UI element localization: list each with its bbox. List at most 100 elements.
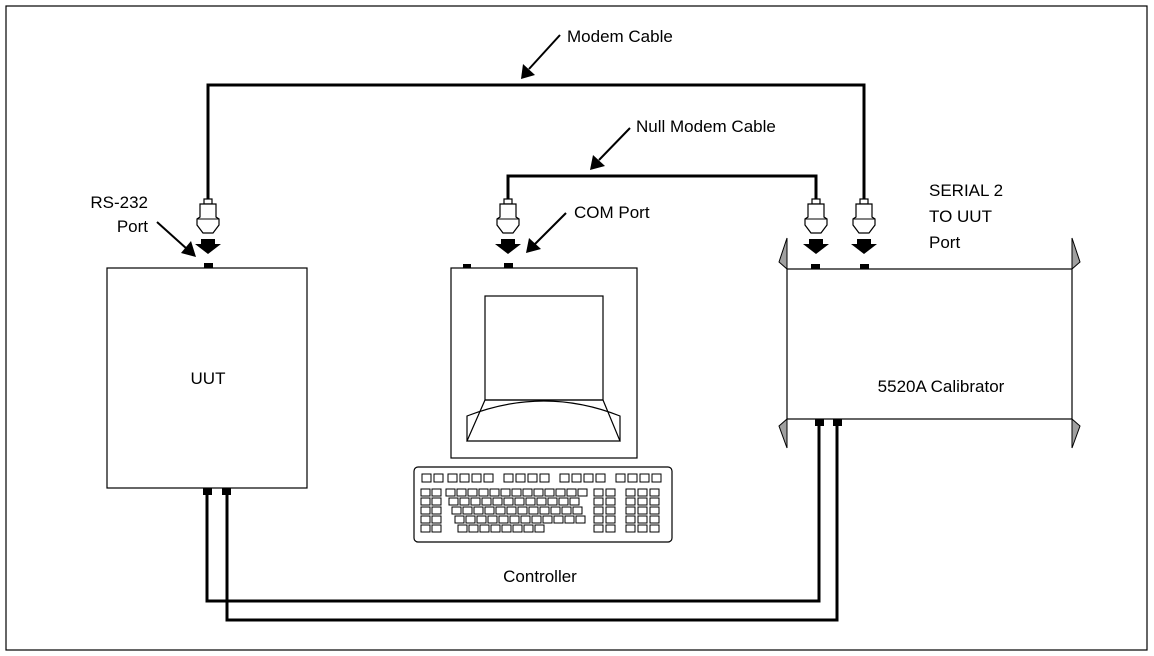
keyboard-key <box>651 473 662 483</box>
keyboard-key <box>528 506 539 515</box>
null-modem-cable-label: Null Modem Cable <box>636 117 776 136</box>
keyboard-key <box>637 497 648 506</box>
keyboard-key <box>520 515 531 524</box>
keyboard-key <box>431 515 442 524</box>
keyboard-key <box>575 515 586 524</box>
keyboard-key <box>525 497 536 506</box>
rs232-port-label-line1: RS-232 <box>90 193 148 212</box>
keyboard-key <box>637 524 648 533</box>
keyboard-key <box>627 473 638 483</box>
keyboard-key <box>484 506 495 515</box>
keyboard-key <box>534 524 545 533</box>
keyboard-key <box>479 524 490 533</box>
keyboard-key <box>468 524 479 533</box>
com-port-arrow <box>495 239 521 254</box>
keyboard-key <box>509 515 520 524</box>
uut-box <box>106 263 308 495</box>
keyboard-key <box>515 473 526 483</box>
keyboard-key <box>489 488 500 497</box>
keyboard-key <box>459 473 470 483</box>
keyboard-key <box>558 497 569 506</box>
keyboard-key <box>649 488 660 497</box>
keyboard-key <box>503 497 514 506</box>
keyboard-key <box>431 497 442 506</box>
keyboard-key <box>649 515 660 524</box>
keyboard-key <box>625 515 636 524</box>
bottom-cable-2 <box>225 426 839 622</box>
keyboard-key <box>459 497 470 506</box>
keyboard-key <box>595 473 606 483</box>
keyboard-key <box>448 497 459 506</box>
keyboard-key <box>490 524 501 533</box>
keyboard-key <box>577 488 588 497</box>
keyboard-key <box>500 488 511 497</box>
keyboard-key <box>465 515 476 524</box>
keyboard-key <box>433 473 444 483</box>
keyboard-key <box>457 524 468 533</box>
keyboard-key <box>566 488 577 497</box>
com-port-label: COM Port <box>574 203 650 222</box>
keyboard-key <box>649 506 660 515</box>
keyboard-key <box>420 524 431 533</box>
keyboard-key <box>421 473 432 483</box>
keyboard-key <box>593 488 604 497</box>
uut-label: UUT <box>191 369 226 388</box>
keyboard-key <box>605 497 616 506</box>
keyboard-key <box>523 524 534 533</box>
keyboard-key <box>555 488 566 497</box>
rs232-port-arrow <box>195 239 221 254</box>
keyboard-key <box>492 497 503 506</box>
keyboard-key <box>547 497 558 506</box>
null-modem-cable-pointer <box>590 127 631 170</box>
keyboard-key <box>454 515 465 524</box>
rs232-port-label-line2: Port <box>117 217 148 236</box>
keyboard-key <box>511 488 522 497</box>
keyboard-key <box>605 524 616 533</box>
keyboard-key <box>476 515 487 524</box>
keyboard-key <box>625 524 636 533</box>
calibrator-port-arrow-left <box>803 239 829 254</box>
com-port-pointer <box>526 212 567 253</box>
keyboard-key <box>431 506 442 515</box>
keyboard-key <box>544 488 555 497</box>
keyboard-key <box>478 488 489 497</box>
keyboard-key <box>420 488 431 497</box>
diagram-frame <box>5 5 1148 651</box>
keyboard-key <box>533 488 544 497</box>
keyboard-key <box>649 524 660 533</box>
keyboard-key <box>553 515 564 524</box>
keyboard-key <box>550 506 561 515</box>
keyboard-key <box>527 473 538 483</box>
keyboard-key <box>451 506 462 515</box>
keyboard-key <box>420 497 431 506</box>
keyboard-key <box>431 488 442 497</box>
keyboard-key <box>569 497 580 506</box>
keyboard-key <box>506 506 517 515</box>
keyboard-key <box>495 506 506 515</box>
serial2-port-label-line2: TO UUT <box>929 207 992 226</box>
keyboard-key <box>593 515 604 524</box>
keyboard-key <box>625 506 636 515</box>
keyboard-key <box>561 506 572 515</box>
keyboard-key <box>649 497 660 506</box>
serial2-port-label-line3: Port <box>929 233 960 252</box>
modem-cable-label: Modem Cable <box>567 27 673 46</box>
keyboard-key <box>481 497 492 506</box>
keyboard-key <box>514 497 525 506</box>
keyboard-key <box>637 515 648 524</box>
modem-cable <box>196 83 876 234</box>
keyboard-key <box>605 506 616 515</box>
keyboard-key <box>483 473 494 483</box>
calibrator-box <box>778 237 1081 449</box>
keyboard-key <box>447 473 458 483</box>
serial2-port-arrow <box>851 239 877 254</box>
keyboard-key <box>637 488 648 497</box>
keyboard-key <box>605 488 616 497</box>
keyboard-key <box>445 488 456 497</box>
keyboard-key <box>462 506 473 515</box>
keyboard-key <box>542 515 553 524</box>
keyboard-key <box>615 473 626 483</box>
keyboard-key <box>420 506 431 515</box>
keyboard-key <box>593 524 604 533</box>
